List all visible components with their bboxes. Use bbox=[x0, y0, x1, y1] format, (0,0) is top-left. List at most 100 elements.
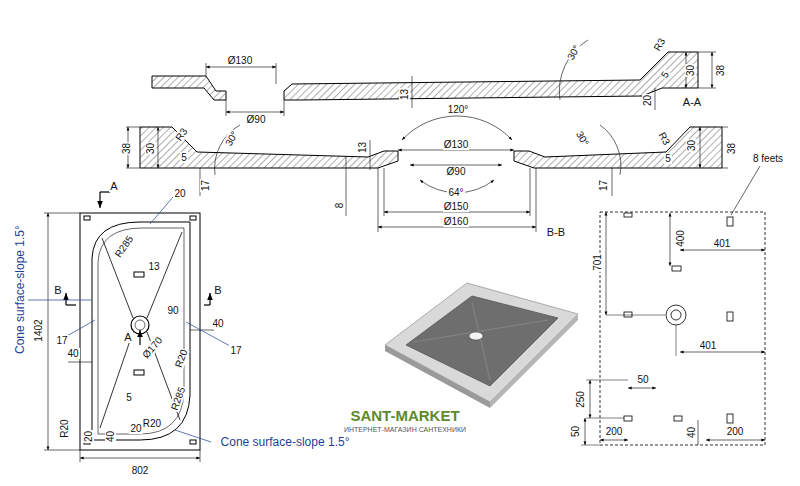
line-shape bbox=[530, 168, 531, 216]
dimension-label: R20 bbox=[142, 418, 162, 429]
section-label: A bbox=[123, 331, 132, 343]
dimension-label: 30 bbox=[687, 138, 698, 151]
dimension-label: 13 bbox=[358, 140, 369, 153]
line-shape bbox=[606, 212, 607, 315]
dimension-label: 30 bbox=[146, 141, 157, 154]
line-shape bbox=[412, 76, 413, 108]
line-shape bbox=[346, 157, 347, 216]
dimension-label: R3 bbox=[656, 129, 673, 147]
dimension-label: 20 bbox=[173, 188, 186, 199]
line-shape bbox=[206, 67, 276, 68]
section-a-a bbox=[152, 40, 716, 116]
dimension-label: 401 bbox=[713, 238, 732, 249]
line-shape bbox=[606, 315, 665, 316]
rect-shape bbox=[80, 213, 200, 450]
line-shape bbox=[731, 166, 760, 215]
section-label: A bbox=[109, 180, 118, 192]
dimension-label: 250 bbox=[575, 390, 586, 409]
rect-shape bbox=[674, 416, 682, 421]
dimension-label: 20 bbox=[643, 93, 654, 106]
dimension-label: 802 bbox=[131, 465, 150, 476]
line-shape bbox=[612, 168, 613, 196]
dimension-label: 200 bbox=[726, 426, 745, 437]
path-shape bbox=[402, 116, 512, 140]
dimension-label: Ø90 bbox=[446, 166, 467, 177]
rect-shape bbox=[624, 213, 632, 217]
rect-shape bbox=[624, 312, 632, 317]
dimension-label: Ø130 bbox=[227, 55, 253, 66]
dimension-label: R285 bbox=[112, 232, 136, 260]
dimension-label: 8 feets bbox=[752, 153, 784, 164]
dimension-label: R20 bbox=[172, 347, 189, 370]
dimension-label: Ø130 bbox=[443, 139, 469, 150]
line-shape bbox=[706, 440, 765, 441]
dimension-label: 20 bbox=[84, 429, 95, 442]
line-shape bbox=[586, 380, 628, 381]
line-shape bbox=[284, 100, 285, 116]
watermark-subtitle: ИНТЕРНЕТ-МАГАЗИН САНТЕХНИКИ bbox=[343, 426, 467, 434]
section-label: B-B bbox=[546, 226, 566, 238]
rect-shape bbox=[727, 217, 733, 226]
dimension-label: 5 bbox=[180, 152, 188, 163]
path-shape bbox=[559, 40, 588, 100]
path-shape bbox=[92, 222, 190, 440]
rect-shape bbox=[134, 272, 144, 277]
line-shape bbox=[48, 213, 49, 450]
line-shape bbox=[370, 140, 371, 170]
dimension-label: R20 bbox=[58, 418, 69, 438]
line-shape bbox=[66, 304, 76, 305]
dimension-label: 400 bbox=[675, 229, 686, 248]
line-shape bbox=[590, 380, 591, 418]
dimension-label: 8 bbox=[335, 201, 346, 209]
line-shape bbox=[581, 445, 600, 446]
dimension-label: 17 bbox=[55, 335, 68, 346]
line-shape bbox=[586, 418, 624, 419]
dimension-label: Ø150 bbox=[443, 201, 469, 212]
section-b-b bbox=[126, 116, 728, 232]
dimension-label: 38 bbox=[122, 141, 133, 154]
dimension-label: 401 bbox=[699, 340, 718, 351]
line-shape bbox=[44, 213, 80, 214]
dimension-label: 90 bbox=[166, 305, 179, 316]
note-label: Cone surface-slope 1.5° bbox=[13, 225, 26, 356]
line-shape bbox=[200, 450, 201, 462]
line-shape bbox=[722, 168, 728, 169]
line-shape bbox=[226, 100, 227, 116]
dimension-label: Ø170 bbox=[139, 333, 164, 360]
rect-shape bbox=[727, 312, 733, 321]
line-shape bbox=[226, 112, 284, 113]
line-shape bbox=[698, 52, 716, 53]
dimension-label: 5 bbox=[664, 153, 672, 164]
path-shape bbox=[600, 125, 621, 175]
section-label: B bbox=[53, 284, 62, 296]
dimension-label: 30 bbox=[686, 63, 697, 76]
line-shape bbox=[209, 293, 210, 305]
rect-shape bbox=[624, 416, 632, 421]
dimension-label: 38 bbox=[716, 63, 727, 76]
dimension-label: Ø90 bbox=[246, 114, 267, 125]
line-shape bbox=[378, 168, 379, 232]
underside-view bbox=[581, 166, 765, 445]
line-shape bbox=[600, 440, 628, 441]
line-shape bbox=[472, 302, 490, 380]
rect-shape bbox=[600, 212, 765, 445]
dimension-label: 1402 bbox=[33, 318, 44, 342]
dimension-label: 30° bbox=[223, 128, 241, 148]
rect-shape bbox=[84, 216, 90, 220]
circle-shape bbox=[666, 305, 686, 325]
plan-view bbox=[28, 192, 230, 462]
dimension-label: 40 bbox=[687, 425, 698, 438]
dimension-label: 13 bbox=[147, 261, 160, 272]
polygon-shape bbox=[385, 283, 578, 402]
dimension-label: 17 bbox=[201, 178, 212, 191]
line-shape bbox=[276, 63, 277, 84]
line-shape bbox=[175, 430, 211, 442]
circle-shape bbox=[671, 310, 681, 320]
line-shape bbox=[100, 332, 133, 428]
tray-render bbox=[385, 283, 578, 408]
line-shape bbox=[680, 352, 765, 353]
dimension-label: 40 bbox=[66, 348, 79, 359]
dimension-label: 17 bbox=[229, 345, 242, 356]
line-shape bbox=[80, 458, 200, 459]
dimension-label: 30° bbox=[574, 128, 592, 148]
